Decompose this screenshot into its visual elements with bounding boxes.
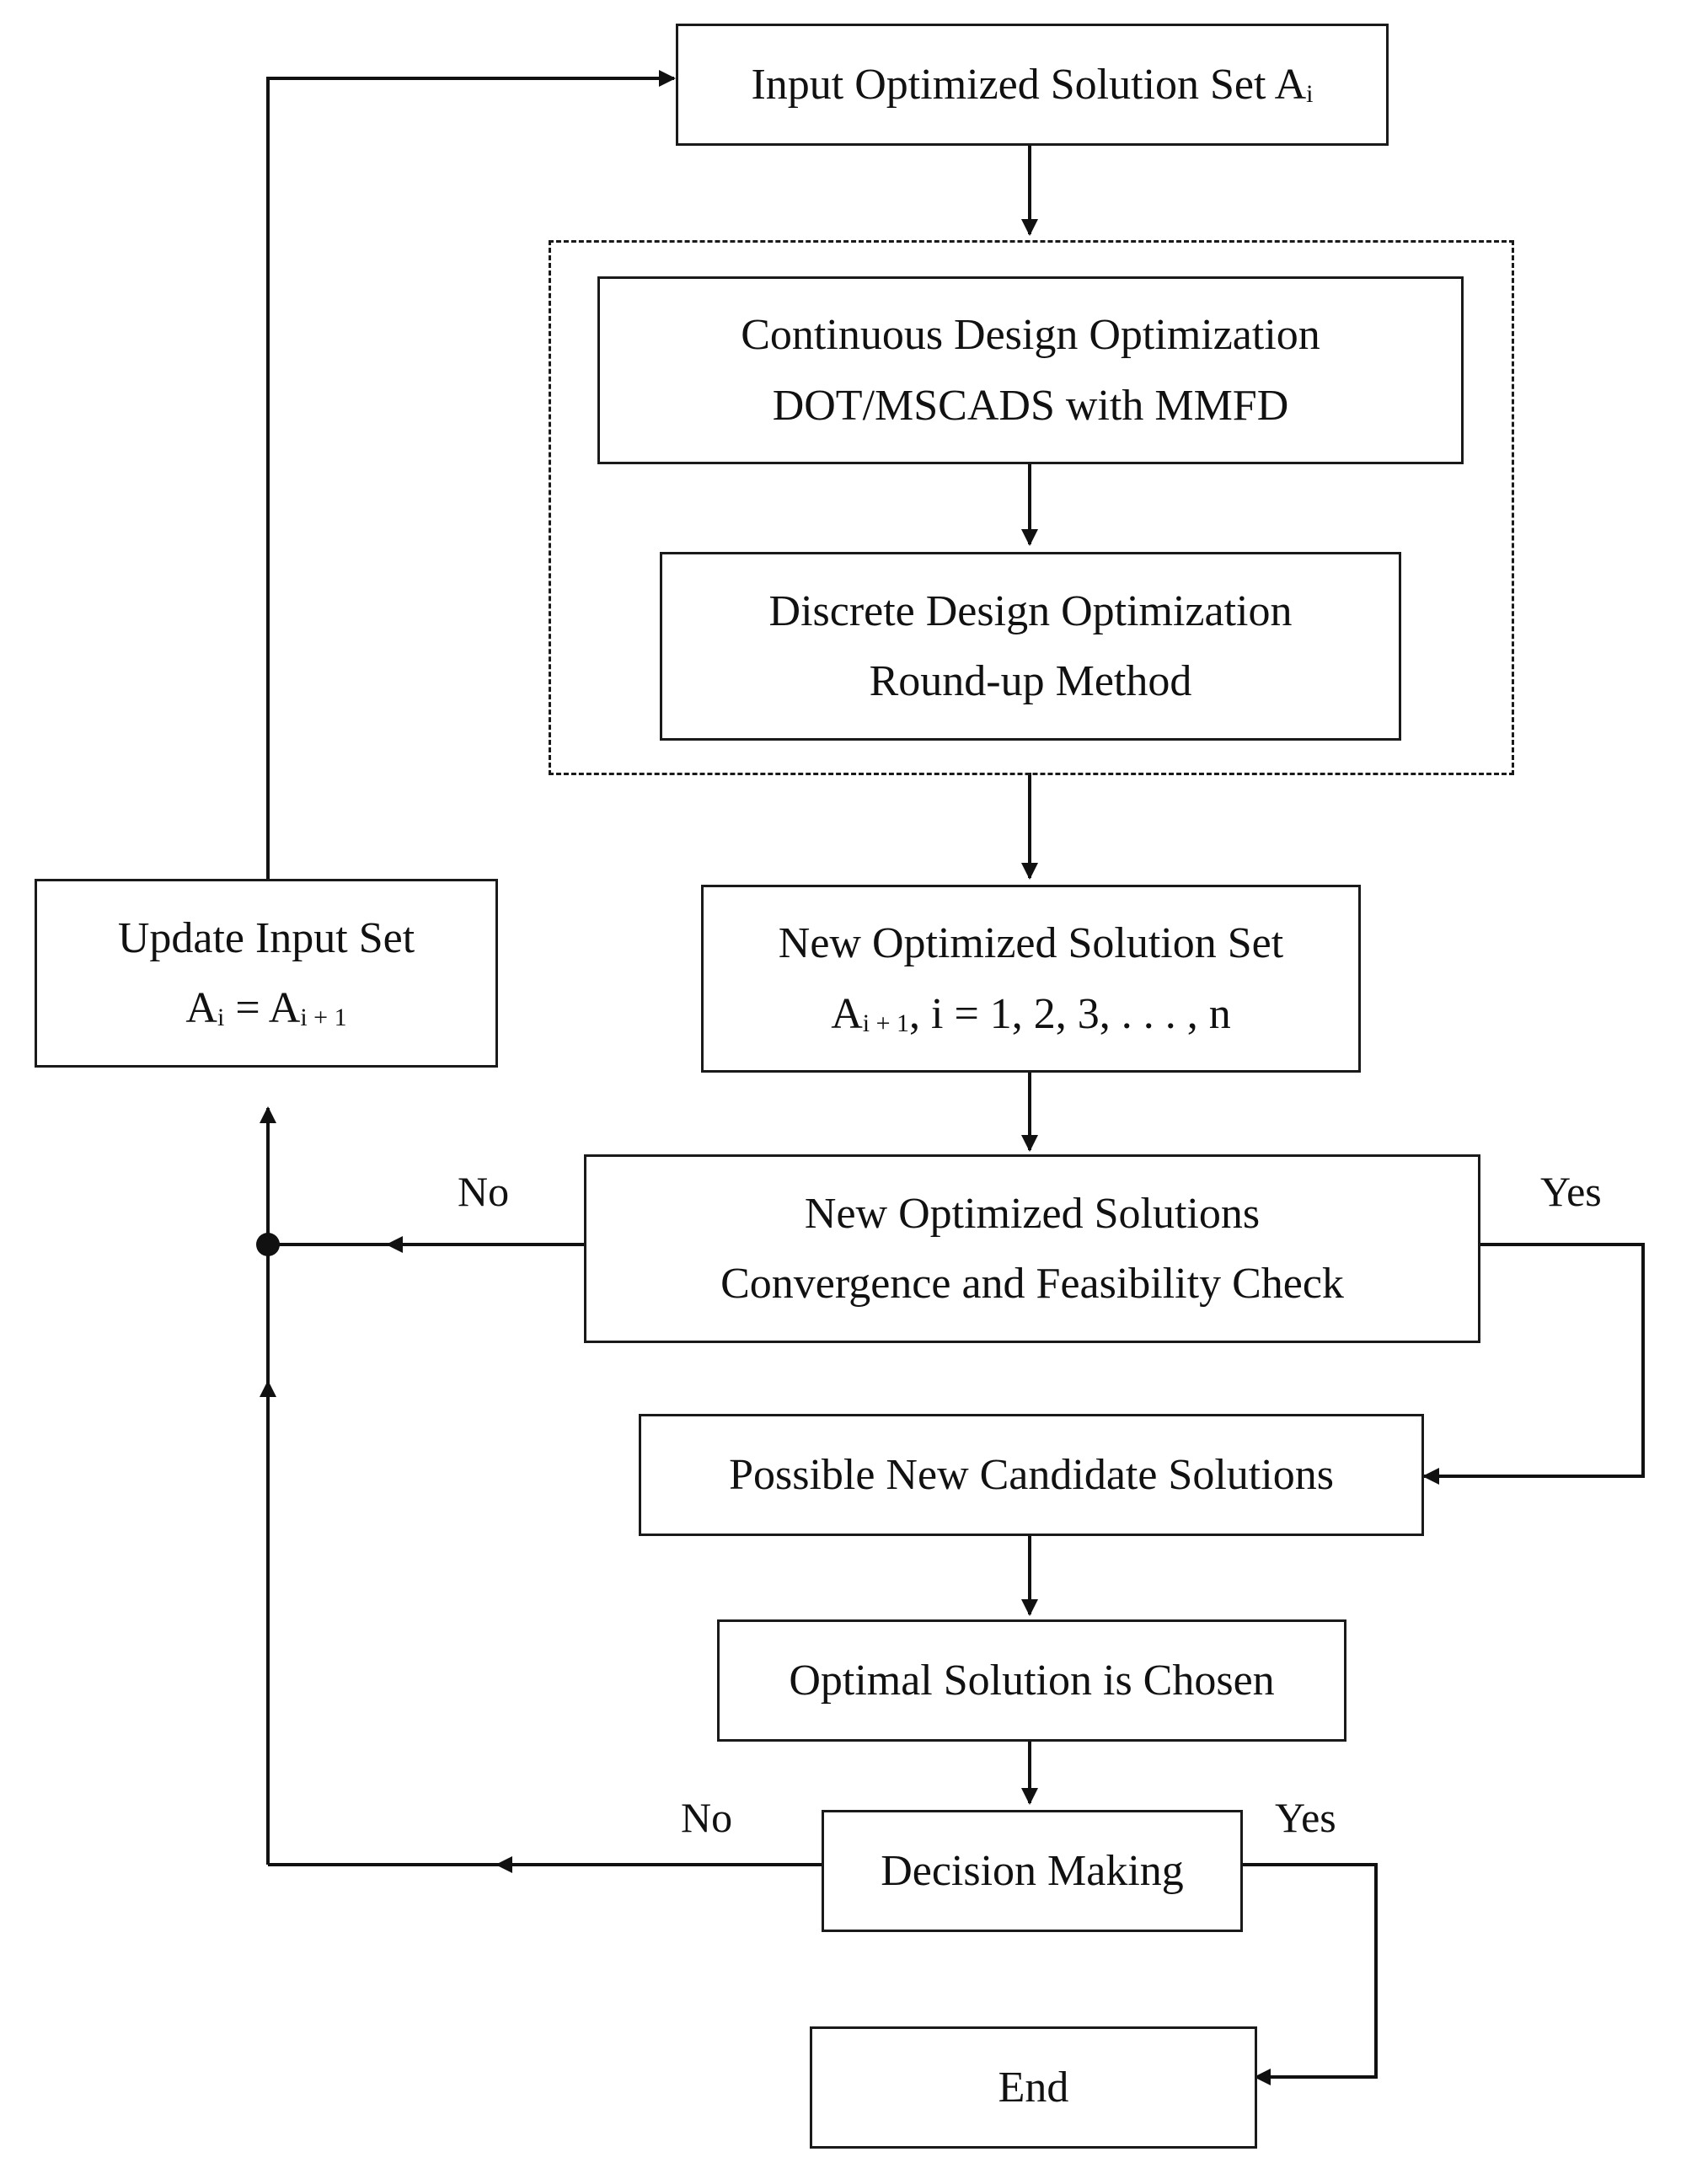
continuous-optimization-method: DOT/MSCADS with MMFD [772, 381, 1289, 430]
candidate-solutions-label: Possible New Candidate Solutions [729, 1450, 1334, 1499]
discrete-optimization-box: Discrete Design Optimization Round-up Me… [660, 552, 1401, 741]
discrete-optimization-title: Discrete Design Optimization [768, 586, 1293, 635]
new-solution-set-formula: Ai + 1, i = 1, 2, 3, . . . , n [831, 989, 1231, 1038]
decision-making-box: Decision Making [822, 1810, 1243, 1932]
convergence-check-subtitle: Convergence and Feasibility Check [720, 1260, 1344, 1308]
decision-no-label: No [681, 1794, 733, 1841]
update-input-set-formula: Ai = Ai + 1 [185, 984, 347, 1032]
optimization-group [549, 240, 1514, 775]
arrow-update-to-input [266, 70, 676, 879]
input-solution-set-label: Input Optimized Solution Set A [751, 60, 1307, 109]
convergence-check-box: New Optimized Solutions Convergence and … [584, 1154, 1480, 1343]
end-label: End [998, 2063, 1069, 2112]
decision-making-label: Decision Making [881, 1846, 1184, 1895]
arrow-check-yes [1422, 1243, 1645, 1485]
continuous-optimization-title: Continuous Design Optimization [741, 311, 1320, 360]
check-yes-label: Yes [1540, 1168, 1602, 1215]
decision-yes-label: Yes [1275, 1794, 1336, 1841]
input-solution-set-box: Input Optimized Solution Set Ai [676, 24, 1389, 146]
optimal-solution-box: Optimal Solution is Chosen [717, 1619, 1346, 1742]
convergence-check-title: New Optimized Solutions [804, 1189, 1261, 1238]
candidate-solutions-box: Possible New Candidate Solutions [639, 1414, 1424, 1536]
continuous-optimization-box: Continuous Design Optimization DOT/MSCAD… [597, 276, 1464, 464]
check-no-label: No [458, 1168, 510, 1215]
update-input-set-title: Update Input Set [117, 913, 415, 962]
new-solution-set-box: New Optimized Solution Set Ai + 1, i = 1… [701, 885, 1361, 1073]
end-box: End [810, 2026, 1257, 2149]
update-input-set-box: Update Input Set Ai = Ai + 1 [35, 879, 498, 1068]
junction-dot [256, 1233, 280, 1256]
new-solution-set-title: New Optimized Solution Set [778, 919, 1284, 968]
arrow-decision-yes [1241, 1863, 1378, 2085]
input-subscript: i [1306, 79, 1314, 108]
discrete-optimization-method: Round-up Method [869, 657, 1192, 705]
optimal-solution-label: Optimal Solution is Chosen [789, 1656, 1275, 1705]
